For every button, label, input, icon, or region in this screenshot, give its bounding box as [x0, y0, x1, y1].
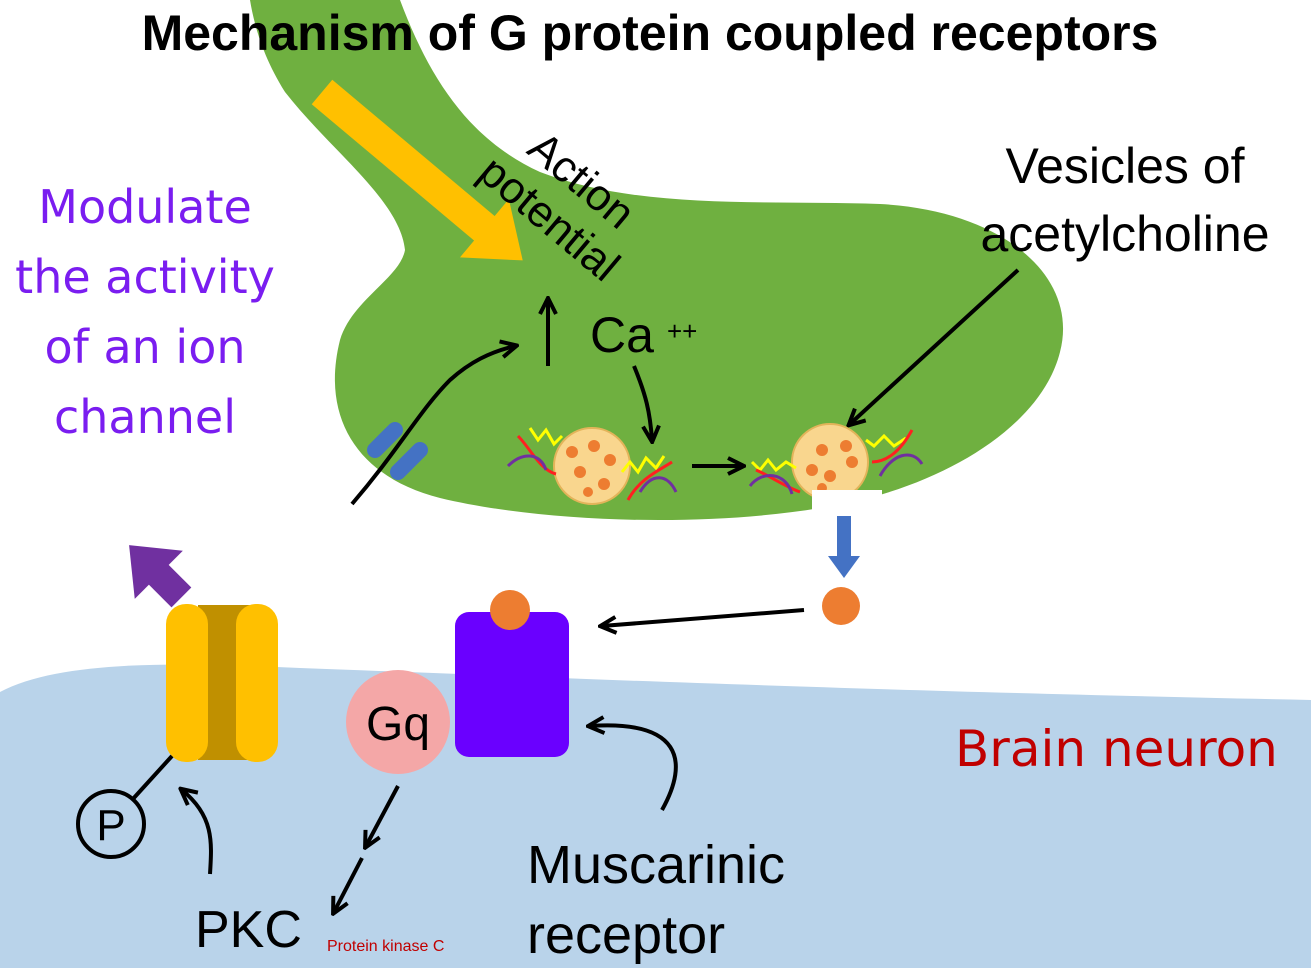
muscarinic-receptor-label: Muscarinic receptor — [527, 830, 785, 970]
vesicles-label-line: Vesicles of — [1005, 138, 1245, 194]
phosphorylation-arrow — [182, 790, 213, 875]
ion-channel-icon — [166, 604, 278, 762]
snare-protein-icon — [748, 429, 924, 495]
calcium-influx-arrow — [350, 346, 515, 506]
vesicles-label-line: acetylcholine — [980, 206, 1270, 262]
vesicles-pointer-arrow — [850, 268, 1020, 424]
muscarinic-label-line: Muscarinic — [527, 835, 786, 895]
vesicle-icon — [553, 427, 631, 505]
gq-protein — [346, 670, 450, 774]
gq-label: Gq — [366, 698, 430, 751]
calcium-charge-label: ++ — [667, 316, 698, 346]
pkc-activation-arrow — [334, 857, 364, 912]
gq-activation-arrow — [366, 785, 400, 846]
fusing-vesicle-icon — [791, 423, 882, 514]
page-title: Mechanism of G protein coupled receptors — [141, 5, 1159, 61]
snare-protein-icon — [506, 427, 678, 501]
muscarinic-receptor-icon — [455, 590, 569, 757]
phosphate-label: P — [96, 801, 125, 850]
calcium-label: Ca — [590, 307, 654, 363]
pkc-full-name: Protein kinase C — [327, 938, 445, 955]
presynaptic-terminal — [250, 0, 1064, 521]
acetylcholine-molecule — [822, 587, 860, 625]
acetylcholine-binding-arrow — [602, 608, 805, 626]
release-arrow — [828, 516, 860, 578]
modulation-arrow — [129, 545, 192, 608]
postsynaptic-neuron — [0, 664, 1311, 968]
pkc-label: PKC — [195, 901, 302, 959]
modulate-label: Modulate the activity of an ion channel — [15, 180, 275, 444]
phosphate-bond — [130, 754, 174, 802]
action-potential-arrow — [311, 79, 523, 261]
calcium-channel-icon — [367, 422, 428, 480]
calcium-to-vesicle-arrow — [632, 365, 652, 440]
brain-neuron-label: Brain neuron — [955, 720, 1278, 778]
muscarinic-label-line: receptor — [527, 905, 726, 965]
phosphate-icon — [76, 789, 146, 859]
vesicles-label: Vesicles of acetylcholine — [950, 132, 1300, 268]
receptor-pointer-arrow — [590, 725, 678, 811]
